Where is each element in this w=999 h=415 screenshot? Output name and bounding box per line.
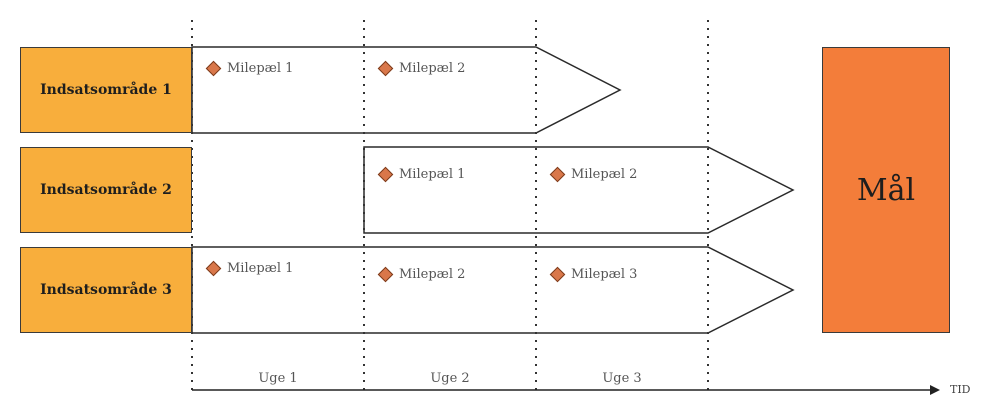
track-arrow-2 [363, 146, 795, 234]
area-label-3-text: Indsatsområde 3 [40, 282, 172, 298]
track-arrow-1 [191, 46, 622, 134]
time-axis-arrowhead [930, 385, 940, 395]
milestone-3-1: Milepæl 1 [205, 260, 294, 277]
track-arrow-3 [191, 246, 795, 334]
milestone-label: Milepæl 2 [399, 61, 466, 76]
goal-box: Mål [822, 47, 950, 333]
diamond-icon [549, 166, 566, 183]
milestone-2-2: Milepæl 2 [549, 166, 638, 183]
area-label-1: Indsatsområde 1 [20, 47, 192, 133]
area-label-2: Indsatsområde 2 [20, 147, 192, 233]
milestone-1-2: Milepæl 2 [377, 60, 466, 77]
diamond-icon [377, 266, 394, 283]
milestone-1-1: Milepæl 1 [205, 60, 294, 77]
diamond-icon [205, 260, 222, 277]
diamond-icon [377, 166, 394, 183]
week-label-1: Uge 1 [258, 371, 298, 386]
diamond-icon [377, 60, 394, 77]
milestone-2-1: Milepæl 1 [377, 166, 466, 183]
milestone-label: Milepæl 1 [227, 261, 294, 276]
milestone-label: Milepæl 1 [227, 61, 294, 76]
milestone-label: Milepæl 1 [399, 167, 466, 182]
goal-label: Mål [856, 172, 916, 208]
diamond-icon [549, 266, 566, 283]
milestone-3-2: Milepæl 2 [377, 266, 466, 283]
diamond-icon [205, 60, 222, 77]
area-label-1-text: Indsatsområde 1 [40, 82, 172, 98]
week-label-3: Uge 3 [602, 371, 642, 386]
milestone-3-3: Milepæl 3 [549, 266, 638, 283]
area-label-2-text: Indsatsområde 2 [40, 182, 172, 198]
milestone-label: Milepæl 2 [571, 167, 638, 182]
area-label-3: Indsatsområde 3 [20, 247, 192, 333]
week-label-2: Uge 2 [430, 371, 470, 386]
milestone-label: Milepæl 2 [399, 267, 466, 282]
time-axis-label: TID [950, 383, 971, 396]
milestone-label: Milepæl 3 [571, 267, 638, 282]
